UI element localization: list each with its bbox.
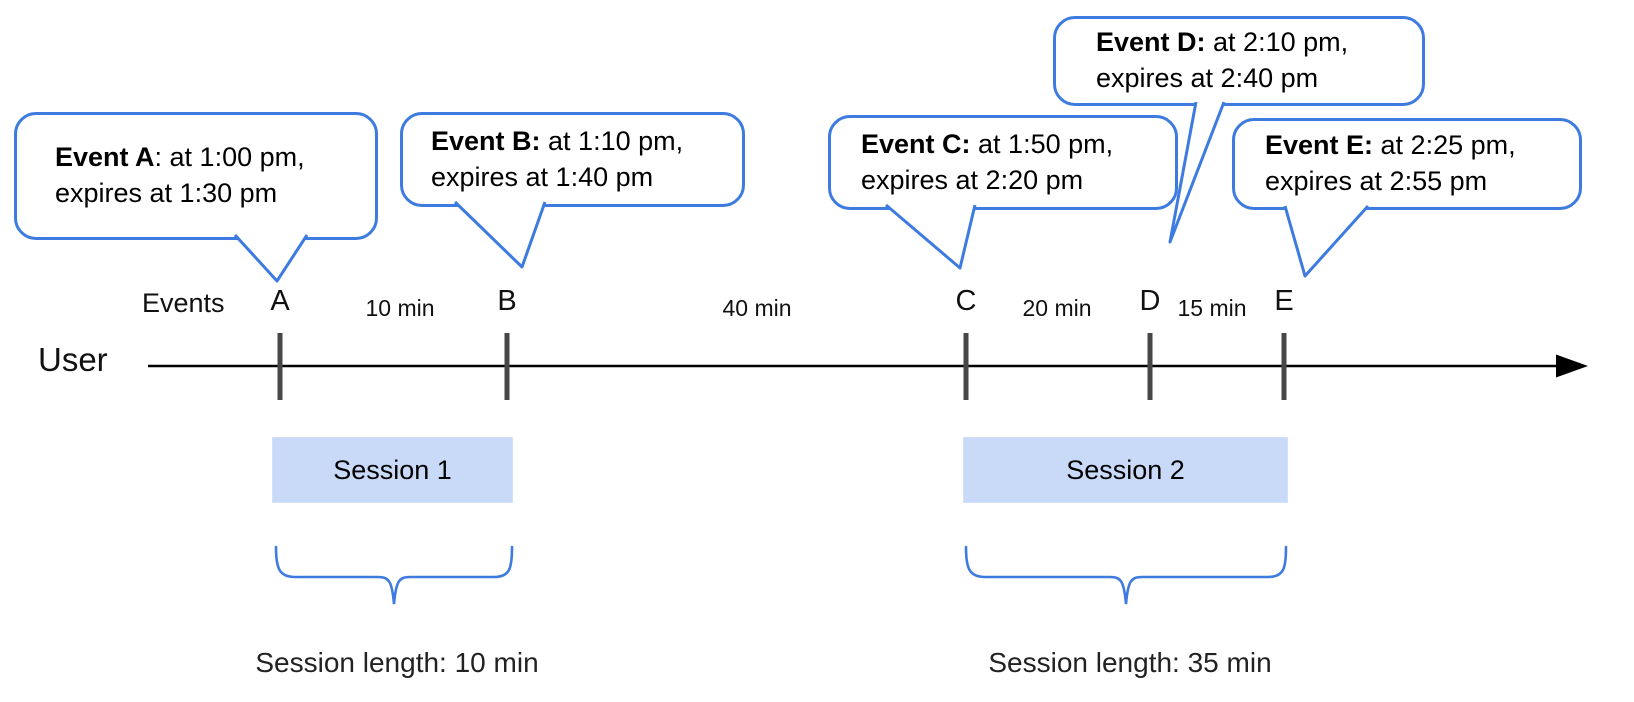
interval-label-d-e: 15 min xyxy=(1177,295,1247,321)
session-1-brace xyxy=(274,545,514,605)
event-b-bubble-expiry: expires at 1:40 pm xyxy=(431,161,654,192)
session-1-label: Session 1 xyxy=(333,454,452,485)
session-2-length-label: Session length: 35 min xyxy=(988,647,1272,678)
event-mark-label-e: E xyxy=(1274,285,1294,317)
event-e-bubble-time: at 2:25 pm, xyxy=(1373,130,1516,161)
event-d-bubble: Event D: at 2:10 pm, expires at 2:40 pm xyxy=(1053,16,1425,106)
user-row-label: User xyxy=(38,341,108,378)
event-tick-e xyxy=(1281,333,1287,400)
event-b-bubble-title: Event B: xyxy=(431,125,541,156)
event-b-bubble-text: Event B: at 1:10 pm, expires at 1:40 pm xyxy=(431,124,683,195)
event-d-bubble-text: Event D: at 2:10 pm, expires at 2:40 pm xyxy=(1096,25,1348,96)
event-c-bubble-text: Event C: at 1:50 pm, expires at 2:20 pm xyxy=(861,127,1113,198)
event-d-bubble-tail xyxy=(1168,101,1226,244)
event-b-bubble: Event B: at 1:10 pm, expires at 1:40 pm xyxy=(400,112,745,207)
event-e-bubble-tail xyxy=(1283,204,1370,278)
event-e-bubble-title: Event E: xyxy=(1265,130,1374,161)
interval-label-b-c: 40 min xyxy=(722,295,792,321)
event-a-bubble-title: Event A xyxy=(55,142,155,173)
interval-label-a-b: 10 min xyxy=(365,295,435,321)
event-d-bubble-time: at 2:10 pm, xyxy=(1205,27,1349,58)
event-e-bubble-text: Event E: at 2:25 pm, expires at 2:55 pm xyxy=(1265,128,1516,199)
event-c-bubble-title: Event C: xyxy=(861,128,971,159)
event-d-bubble-title: Event D: xyxy=(1096,27,1206,58)
event-d-bubble-expiry: expires at 2:40 pm xyxy=(1096,63,1319,93)
session-1-length-label: Session length: 10 min xyxy=(255,647,539,678)
event-c-bubble: Event C: at 1:50 pm, expires at 2:20 pm xyxy=(828,115,1178,210)
event-a-bubble-tail xyxy=(233,233,309,283)
event-a-bubble-time: : at 1:00 pm, xyxy=(154,142,305,173)
session-1-box: Session 1 xyxy=(272,437,513,503)
event-b-bubble-tail xyxy=(453,200,547,269)
event-tick-b xyxy=(504,333,510,400)
event-c-bubble-tail xyxy=(885,203,977,270)
event-c-bubble-expiry: expires at 2:20 pm xyxy=(861,164,1084,195)
event-a-bubble-expiry: expires at 1:30 pm xyxy=(55,178,278,208)
event-a-bubble-text: Event A: at 1:00 pm, expires at 1:30 pm xyxy=(55,140,305,211)
session-2-label: Session 2 xyxy=(1066,454,1185,485)
interval-label-c-d: 20 min xyxy=(1022,295,1092,321)
event-tick-d xyxy=(1147,333,1153,400)
event-tick-a xyxy=(277,333,283,400)
events-row-label: Events xyxy=(142,288,225,318)
timeline-arrowhead-icon xyxy=(1556,354,1588,378)
event-tick-c xyxy=(963,333,969,400)
event-e-bubble: Event E: at 2:25 pm, expires at 2:55 pm xyxy=(1232,118,1582,210)
event-a-bubble: Event A: at 1:00 pm, expires at 1:30 pm xyxy=(14,112,378,240)
event-mark-label-c: C xyxy=(955,285,977,317)
event-mark-label-b: B xyxy=(497,285,517,317)
event-b-bubble-time: at 1:10 pm, xyxy=(540,125,684,156)
event-mark-label-d: D xyxy=(1139,285,1161,317)
event-c-bubble-time: at 1:50 pm, xyxy=(970,128,1114,159)
event-e-bubble-expiry: expires at 2:55 pm xyxy=(1265,166,1488,196)
session-2-brace xyxy=(964,545,1288,605)
session-2-box: Session 2 xyxy=(963,437,1288,503)
event-mark-label-a: A xyxy=(270,285,290,317)
